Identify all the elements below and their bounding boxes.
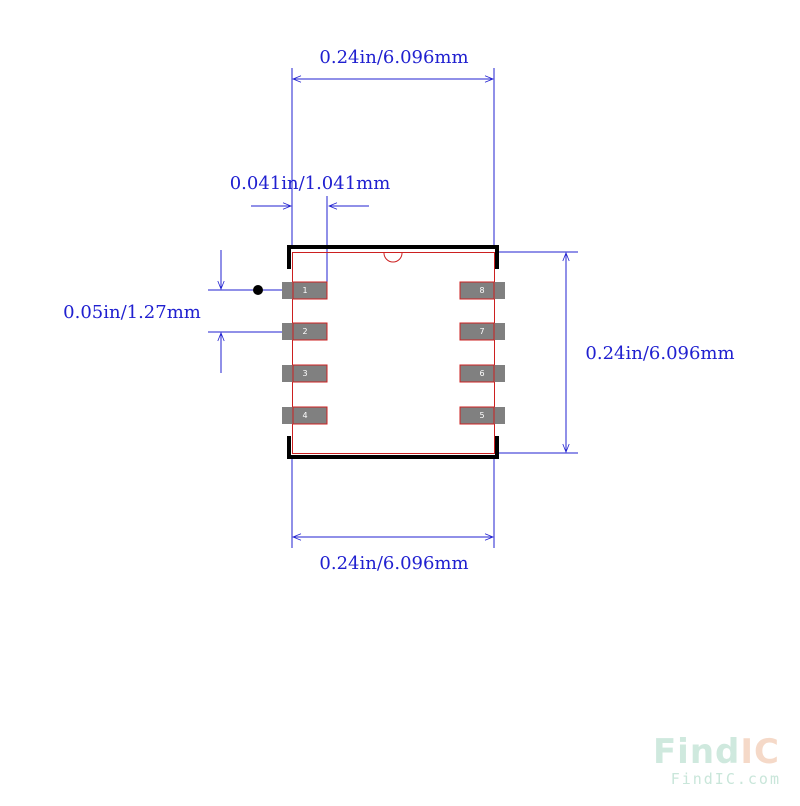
pin-number: 4: [302, 411, 307, 420]
pad-pin-5: 5: [459, 406, 505, 425]
right-height-label: 0.24in/6.096mm: [585, 343, 734, 364]
pad-width-label: 0.041in/1.041mm: [230, 173, 391, 194]
pad-pin-7: 7: [459, 322, 505, 341]
watermark-logo: FindIC: [653, 732, 780, 772]
top-width-dimension: [291, 68, 495, 246]
pad-pin-2: 2: [282, 322, 328, 341]
silkscreen: [287, 245, 499, 459]
pad-width-dimension: [251, 196, 369, 290]
pin1-marker-dot: [253, 285, 263, 295]
watermark-url: FindIC.com: [671, 770, 781, 788]
pad-pin-8: 8: [459, 281, 505, 300]
pin-number: 2: [302, 327, 307, 336]
findic-watermark: FindIC FindIC.com: [653, 732, 781, 788]
left-pads: 1 2 3 4: [282, 281, 328, 425]
pin1-notch: [383, 252, 403, 263]
pad-pin-1: 1: [282, 281, 328, 300]
bottom-width-label: 0.24in/6.096mm: [319, 553, 468, 574]
pad-pin-3: 3: [282, 364, 328, 383]
pin-number: 8: [479, 286, 484, 295]
pin-number: 1: [302, 286, 307, 295]
pin-number: 6: [479, 369, 484, 378]
watermark-ic: IC: [740, 732, 780, 772]
package-outline: [292, 252, 495, 454]
right-pads: 8 7 6 5: [459, 281, 505, 425]
top-width-label: 0.24in/6.096mm: [319, 47, 468, 68]
watermark-find: Find: [653, 732, 740, 772]
bottom-width-dimension: [291, 458, 495, 548]
pad-pin-6: 6: [459, 364, 505, 383]
pitch-label: 0.05in/1.27mm: [63, 302, 201, 323]
right-height-dimension: [498, 251, 578, 454]
pad-pin-4: 4: [282, 406, 328, 425]
pin-number: 5: [479, 411, 484, 420]
pin-number: 7: [479, 327, 484, 336]
pin-number: 3: [302, 369, 307, 378]
